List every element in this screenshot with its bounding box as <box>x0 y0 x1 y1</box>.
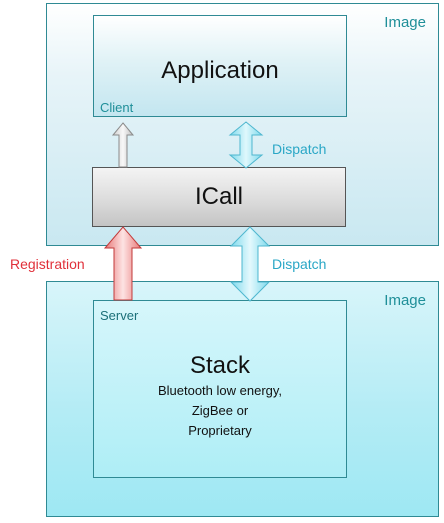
client-arrow-icon <box>111 122 135 168</box>
registration-arrow-icon <box>103 226 143 301</box>
image-region-bottom-label: Image <box>384 292 426 309</box>
dispatch-top-label: Dispatch <box>272 141 327 157</box>
icall-title: ICall <box>194 183 243 210</box>
stack-description-line-3: Proprietary <box>188 423 252 438</box>
dispatch-bottom-label: Dispatch <box>272 256 327 272</box>
client-label: Client <box>100 100 134 115</box>
dispatch-bottom-arrow-icon <box>229 226 271 302</box>
registration-label: Registration <box>10 256 85 272</box>
dispatch-top-arrow-icon <box>228 121 264 169</box>
stack-description-line-2: ZigBee or <box>191 403 249 418</box>
icall-block: ICall <box>92 167 346 227</box>
stack-title: Stack <box>189 352 251 379</box>
application-title: Application <box>161 57 279 84</box>
image-region-top-label: Image <box>384 14 426 31</box>
stack-description-line-1: Bluetooth low energy, <box>157 383 283 398</box>
stack-block: Server Stack Bluetooth low energy, ZigBe… <box>93 300 347 478</box>
application-block: Application Client <box>93 15 347 117</box>
server-label: Server <box>100 308 139 323</box>
